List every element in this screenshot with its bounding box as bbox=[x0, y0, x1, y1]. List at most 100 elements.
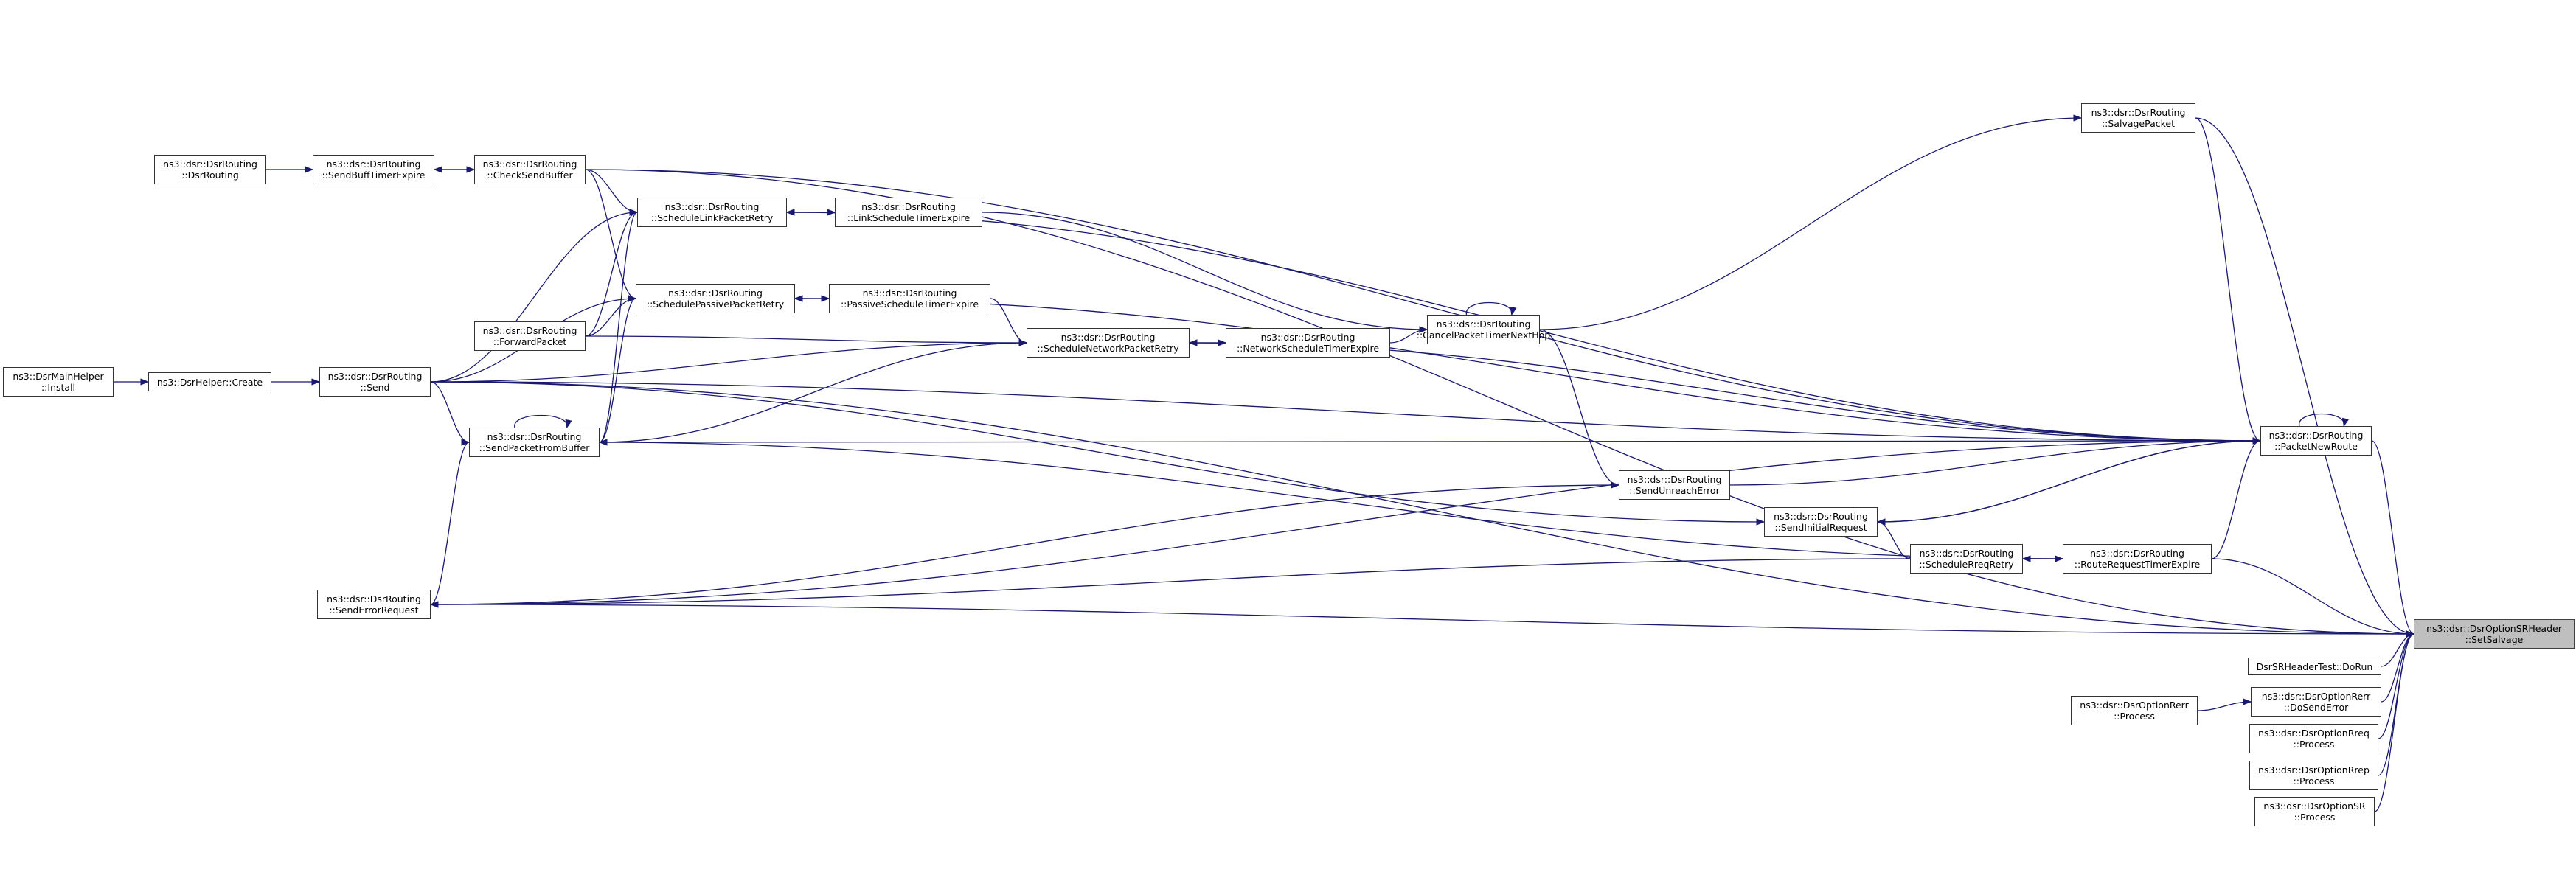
node-label-line: ns3::dsr::DsrRouting bbox=[487, 431, 582, 442]
node-label-line: ::SendInitialRequest bbox=[1774, 522, 1867, 533]
node-label-line: ns3::dsr::DsrOptionSRHeader bbox=[2426, 623, 2562, 634]
edge-errreq-to-setsalvage bbox=[430, 604, 2415, 638]
node-initreq[interactable]: ns3::dsr::DsrRouting::SendInitialRequest bbox=[1764, 507, 1878, 537]
node-label-line: ns3::dsr::DsrRouting bbox=[327, 593, 421, 604]
node-label-line: ::Send bbox=[360, 382, 390, 393]
edge-sendfrombuf-to-schedpassive bbox=[599, 295, 637, 443]
node-label-line: ::Process bbox=[2114, 711, 2155, 722]
node-label-line: ::PacketNewRoute bbox=[2274, 441, 2358, 452]
node-create[interactable]: ns3::DsrHelper::Create bbox=[148, 372, 271, 391]
node-rreqproc[interactable]: ns3::dsr::DsrOptionRreq::Process bbox=[2249, 724, 2378, 753]
node-label-line: ::SendUnreachError bbox=[1629, 485, 1720, 496]
node-label-line: ::SalvagePacket bbox=[2101, 118, 2176, 129]
node-rrepproc[interactable]: ns3::dsr::DsrOptionRrep::Process bbox=[2249, 761, 2378, 790]
edge-send-to-initreq bbox=[430, 381, 1766, 526]
node-srproc[interactable]: ns3::dsr::DsrOptionSR::Process bbox=[2254, 797, 2375, 826]
node-label-line: ::Process bbox=[2293, 775, 2335, 787]
node-rreqtimer[interactable]: ns3::dsr::DsrRouting::RouteRequestTimerE… bbox=[2063, 544, 2212, 574]
node-cancel[interactable]: ns3::dsr::DsrRouting::CancelPacketTimerN… bbox=[1417, 315, 1550, 344]
edge-cancel-to-salvage bbox=[1539, 114, 2083, 330]
node-dosenderr[interactable]: ns3::dsr::DsrOptionRerr::DoSendError bbox=[2251, 687, 2381, 717]
node-newroute[interactable]: ns3::dsr::DsrRouting::PacketNewRoute bbox=[2260, 426, 2372, 456]
node-forward[interactable]: ns3::dsr::DsrRouting::ForwardPacket bbox=[474, 321, 586, 351]
node-label-line: ns3::dsr::DsrRouting bbox=[2268, 430, 2364, 441]
edge-send-to-newroute bbox=[430, 381, 2262, 445]
edge-unreach-to-newroute bbox=[1729, 437, 2262, 486]
edge-forward-to-schednet bbox=[585, 335, 1028, 346]
node-label-line: ns3::dsr::DsrRouting bbox=[2091, 107, 2186, 118]
edge-checksend-to-newroute bbox=[585, 169, 2262, 445]
node-label-line: ::CancelPacketTimerNextHop bbox=[1416, 330, 1551, 341]
node-label-line: ::SendBuffTimerExpire bbox=[322, 170, 426, 181]
edge-rreqproc-to-setsalvage bbox=[2378, 630, 2415, 739]
node-label-line: ::PassiveScheduleTimerExpire bbox=[840, 299, 979, 310]
edge-salvage-to-newroute bbox=[2195, 117, 2262, 445]
node-label-line: ::Process bbox=[2293, 739, 2335, 750]
node-label-line: ns3::dsr::DsrRouting bbox=[482, 325, 577, 336]
edge-checksend-to-schedpassive bbox=[585, 169, 637, 302]
node-label-line: ::ForwardPacket bbox=[493, 336, 567, 347]
edge-newroute-to-setsalvage bbox=[2371, 440, 2415, 638]
node-salvage[interactable]: ns3::dsr::DsrRouting::SalvagePacket bbox=[2081, 103, 2195, 133]
node-label-line: ns3::dsr::DsrOptionRerr bbox=[2080, 700, 2189, 711]
edge-errreq-to-sendfrombuf bbox=[430, 439, 471, 605]
node-passivetimer[interactable]: ns3::dsr::DsrRouting::PassiveScheduleTim… bbox=[829, 284, 990, 313]
edge-rreqtimer-to-newroute bbox=[2211, 437, 2262, 559]
node-rerrproc[interactable]: ns3::dsr::DsrOptionRerr::Process bbox=[2071, 696, 2198, 725]
node-label-line: ::SetSalvage bbox=[2465, 634, 2524, 645]
edge-linktimer-to-cancel bbox=[982, 212, 1428, 333]
node-schedpassive[interactable]: ns3::dsr::DsrRouting::SchedulePassivePac… bbox=[636, 284, 795, 313]
node-label-line: ns3::dsr::DsrRouting bbox=[2090, 548, 2184, 559]
edge-initreq-to-newroute bbox=[1877, 437, 2262, 523]
edge-newroute-to-schedpassive bbox=[794, 295, 2261, 442]
node-label-line: ::LinkScheduleTimerExpire bbox=[847, 212, 971, 223]
node-setsalvage[interactable]: ns3::dsr::DsrOptionSRHeader::SetSalvage bbox=[2414, 619, 2575, 649]
edge-srproc-to-setsalvage bbox=[2374, 630, 2415, 812]
edge-salvage-to-setsalvage bbox=[2195, 117, 2415, 638]
node-label-line: ::ScheduleLinkPacketRetry bbox=[650, 212, 774, 223]
node-label-line: ::CheckSendBuffer bbox=[487, 170, 573, 181]
edge-errreq-to-newroute bbox=[430, 437, 2262, 605]
node-label-line: ::Install bbox=[41, 382, 76, 393]
node-label-line: ::SendErrorRequest bbox=[329, 604, 419, 616]
node-label-line: ::SendPacketFromBuffer bbox=[479, 442, 590, 453]
edge-nettimer-to-cancel bbox=[1389, 326, 1428, 344]
node-label-line: ns3::dsr::DsrRouting bbox=[668, 287, 763, 299]
edge-forward-to-schedlink bbox=[585, 209, 639, 337]
edge-rreqtimer-to-sendfrombuf bbox=[598, 439, 2063, 559]
node-label-line: ns3::dsr::DsrRouting bbox=[862, 287, 957, 299]
node-label-line: ::ScheduleNetworkPacketRetry bbox=[1037, 343, 1179, 354]
node-rreqretry[interactable]: ns3::dsr::DsrRouting::ScheduleRreqRetry bbox=[1910, 544, 2023, 574]
node-checksend[interactable]: ns3::dsr::DsrRouting::CheckSendBuffer bbox=[474, 155, 586, 184]
node-label-line: ns3::dsr::DsrRouting bbox=[1436, 318, 1531, 330]
edge-sendfrombuf-to-schedlink bbox=[599, 209, 639, 443]
node-label-line: ::RouteRequestTimerExpire bbox=[2074, 559, 2201, 570]
node-dorun[interactable]: DsrSRHeaderTest::DoRun bbox=[2248, 658, 2381, 675]
node-install[interactable]: ns3::DsrMainHelper::Install bbox=[3, 367, 114, 397]
node-send[interactable]: ns3::dsr::DsrRouting::Send bbox=[319, 367, 431, 397]
node-label-line: ns3::dsr::DsrOptionRrep bbox=[2258, 764, 2370, 775]
edge-rrepproc-to-setsalvage bbox=[2378, 630, 2415, 776]
node-label-line: ns3::dsr::DsrRouting bbox=[1060, 332, 1156, 343]
node-label-line: ns3::DsrMainHelper bbox=[13, 371, 104, 382]
node-label-line: ns3::dsr::DsrRouting bbox=[1260, 332, 1355, 343]
node-errreq[interactable]: ns3::dsr::DsrRouting::SendErrorRequest bbox=[317, 590, 431, 619]
node-label-line: ::NetworkScheduleTimerExpire bbox=[1236, 343, 1380, 354]
node-label-line: ns3::dsr::DsrRouting bbox=[326, 158, 421, 170]
node-label-line: ns3::dsr::DsrRouting bbox=[163, 158, 257, 170]
edge-send-to-schednet bbox=[430, 339, 1028, 383]
edge-sendfrombuf-to-schednet bbox=[599, 339, 1028, 443]
node-dsrrouting[interactable]: ns3::dsr::DsrRouting::DsrRouting bbox=[154, 155, 266, 184]
node-unreach[interactable]: ns3::dsr::DsrRouting::SendUnreachError bbox=[1619, 470, 1730, 500]
node-nettimer[interactable]: ns3::dsr::DsrRouting::NetworkScheduleTim… bbox=[1226, 328, 1390, 358]
edge-dosenderr-to-setsalvage bbox=[2381, 630, 2415, 703]
node-schednet[interactable]: ns3::dsr::DsrRouting::ScheduleNetworkPac… bbox=[1027, 328, 1190, 358]
node-schedlink[interactable]: ns3::dsr::DsrRouting::ScheduleLinkPacket… bbox=[637, 198, 787, 227]
node-label-line: ns3::dsr::DsrOptionRerr bbox=[2261, 691, 2371, 702]
node-sendbuff[interactable]: ns3::dsr::DsrRouting::SendBuffTimerExpir… bbox=[313, 155, 434, 184]
node-label-line: ns3::dsr::DsrRouting bbox=[482, 158, 577, 170]
node-sendfrombuf[interactable]: ns3::dsr::DsrRouting::SendPacketFromBuff… bbox=[469, 428, 600, 457]
node-linktimer[interactable]: ns3::dsr::DsrRouting::LinkScheduleTimerE… bbox=[835, 198, 982, 227]
node-label-line: ns3::dsr::DsrRouting bbox=[664, 201, 760, 212]
